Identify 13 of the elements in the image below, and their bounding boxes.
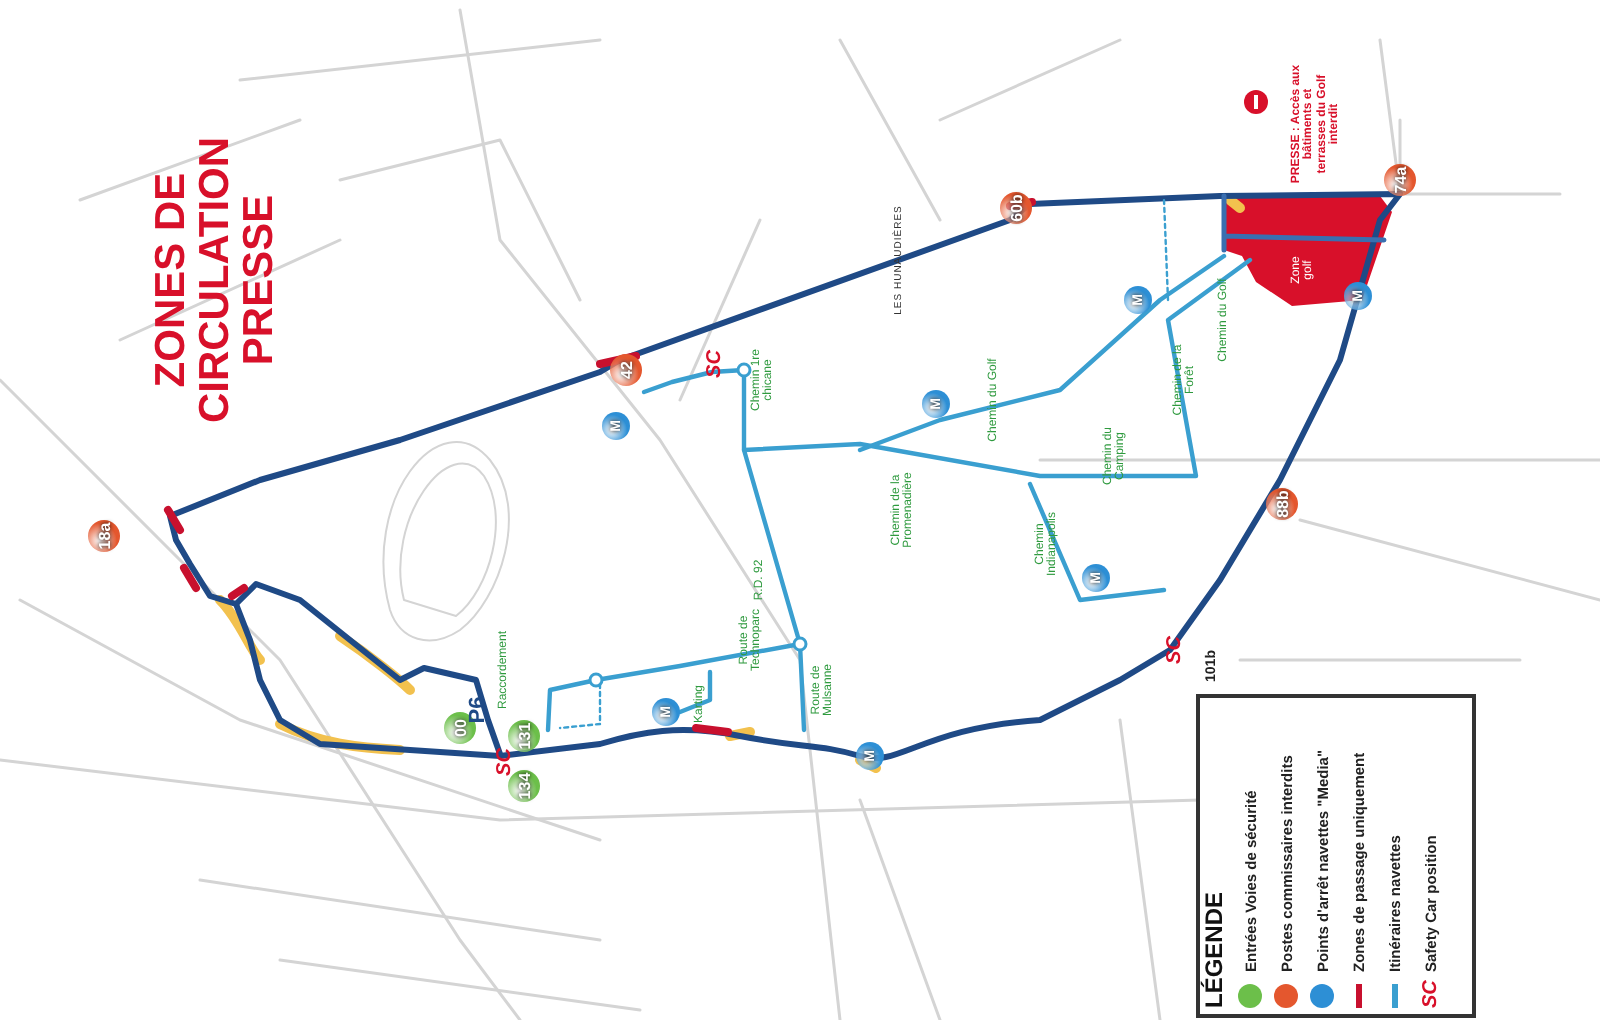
marshal-post-marker: 42	[610, 354, 642, 386]
safety-car-mark: SC	[1165, 636, 1187, 664]
safety-entry-marker: 131	[508, 720, 540, 752]
marshal-post-marker: 18a	[88, 520, 120, 552]
marshal-post-marker: 74a	[1384, 164, 1416, 196]
marshal-post-marker: 60b	[1000, 192, 1032, 224]
safety-car-mark: SC	[1419, 984, 1441, 1008]
map-title: ZONES DE CIRCULATION PRESSE	[149, 134, 283, 428]
safety-car-mark: SC	[705, 350, 727, 378]
legend-title: LÉGENDE	[1200, 889, 1228, 1008]
safety-entry-marker: 134	[508, 770, 540, 802]
marshal-post-marker: 88b	[1266, 488, 1298, 520]
safety-car-mark: SC	[495, 748, 517, 776]
